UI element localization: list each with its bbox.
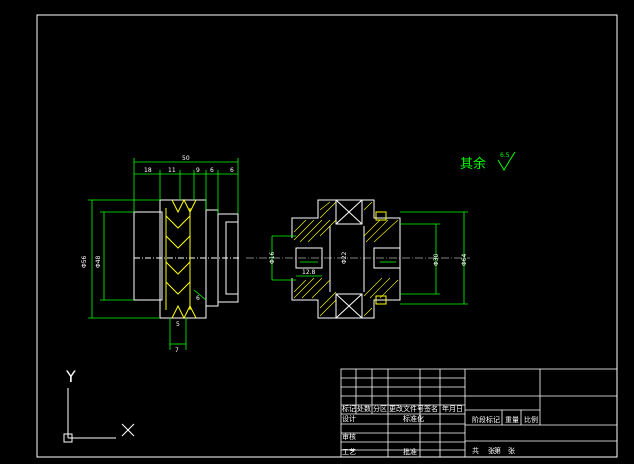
dim-seg2: 11 (168, 167, 176, 174)
roughness-symbol (497, 151, 516, 171)
tb-header-doc: 更改文件号 (389, 404, 424, 413)
dim-right-dia: Φ64 (461, 253, 468, 266)
dim-overall: 50 (182, 155, 190, 162)
tb-standardize: 标准化 (403, 414, 424, 423)
tb-sheet-total: 共 (472, 446, 479, 455)
dim-seg3: 9 (196, 167, 200, 174)
bolt-markers (375, 211, 387, 305)
tb-header-mark: 标记 (342, 404, 356, 413)
title-block[interactable] (340, 368, 618, 458)
tb-header-sign: 签名 (424, 404, 438, 413)
tb-review: 审核 (342, 432, 356, 441)
tb-approve: 批准 (403, 447, 417, 456)
dim-seg1: 18 (144, 167, 152, 174)
dim-right-shaft: Φ16 (269, 251, 276, 264)
dim-dia-outer: Φ56 (81, 255, 88, 268)
tb-sheet-of: 张 (488, 446, 495, 455)
sheet-border (36, 14, 618, 458)
right-dimensions (271, 211, 468, 305)
roughness-note: 其余 (460, 156, 486, 172)
axis-y-label: Y (65, 367, 76, 386)
dim-tooth-a: 6 (196, 295, 200, 302)
left-part[interactable] (133, 199, 240, 319)
tb-header-date: 年月日 (442, 404, 463, 413)
left-dimensions (88, 158, 239, 350)
tb-weight: 重量 (505, 416, 519, 424)
roughness-value: 6.5 (500, 152, 510, 159)
dim-seg4: 6 (210, 167, 214, 174)
tb-stage-mark: 阶段标记 (472, 415, 500, 424)
dim-dia-inner: Φ48 (95, 255, 102, 268)
dim-right-center: Φ22 (341, 251, 348, 264)
right-part[interactable] (291, 199, 401, 319)
tb-design: 设计 (342, 414, 356, 423)
ucs-icon (63, 388, 135, 443)
tb-header-count: 处数 (357, 404, 371, 413)
tb-scale: 比例 (524, 415, 538, 424)
dim-right-key: 12.8 (302, 269, 316, 276)
dim-tooth-b: 5 (176, 321, 180, 328)
section-hatching (293, 201, 399, 317)
dim-right-bore: Φ30 (433, 253, 440, 266)
gear-teeth (165, 198, 197, 320)
dim-seg5: 6 (230, 167, 234, 174)
tb-sheet-unit: 张 (508, 446, 515, 455)
tb-sheet-no: 第 (494, 446, 501, 455)
tb-header-zone: 分区 (373, 404, 387, 413)
tb-process: 工艺 (342, 448, 356, 456)
dim-bottom: 7 (175, 347, 179, 354)
